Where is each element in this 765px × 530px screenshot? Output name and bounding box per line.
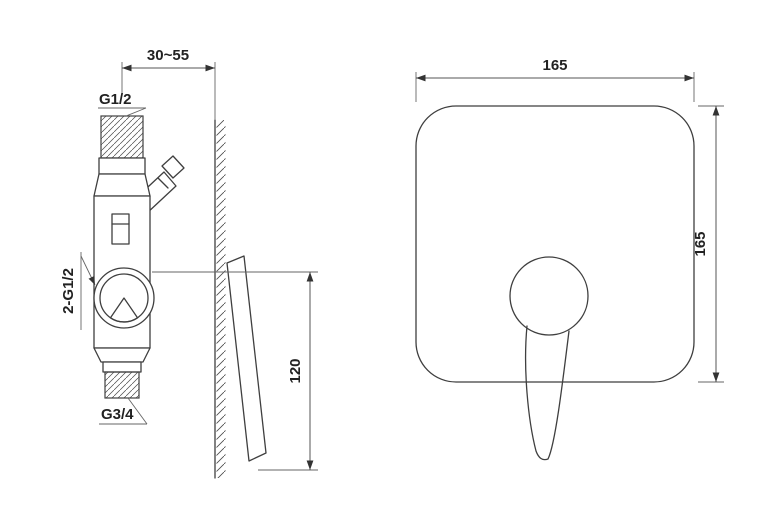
plate-width-dim-label: 165 [542,57,567,74]
dim-install-height: 120 [152,271,318,471]
leader-line [127,397,148,425]
cover-plate-side [226,255,267,462]
label-bottom-thread: G3/4 [99,397,148,425]
bottom-collar [102,361,142,373]
valve-outlet-sector [109,297,139,323]
dim-plate-width: 165 [415,57,695,102]
label-inlet-threads: 2-G1/2 [60,252,96,330]
top-hex-nut [98,157,146,175]
angled-port-cap [161,155,185,179]
handle-base-circle [509,256,589,336]
plate-front-view [415,105,695,461]
inlet-threads-label: 2-G1/2 [60,268,77,314]
label-top-thread: G1/2 [98,91,147,117]
handle-lever [524,325,570,461]
bottom-taper [93,347,151,363]
dim-wall-depth: 30~55 [121,47,216,120]
top-thread-label: G1/2 [99,91,132,108]
install-height-dim-label: 120 [287,358,304,383]
wall-and-plate-side [214,119,267,479]
bottom-thread-hatch [104,371,140,399]
cover-plate-front [415,105,695,383]
wall-depth-dim-label: 30~55 [147,47,189,64]
bottom-thread-label: G3/4 [101,406,134,423]
angled-port-detail-line [157,177,169,189]
leader-line [125,107,147,117]
wall-hatching [216,120,226,478]
dim-plate-height: 165 [692,105,724,383]
neck-taper [93,173,151,197]
plate-height-dim-label: 165 [692,231,709,256]
cartridge-slot [111,213,130,245]
valve-side-view [93,115,185,399]
top-thread-hatch [100,115,144,159]
leader-arrow [80,255,96,286]
